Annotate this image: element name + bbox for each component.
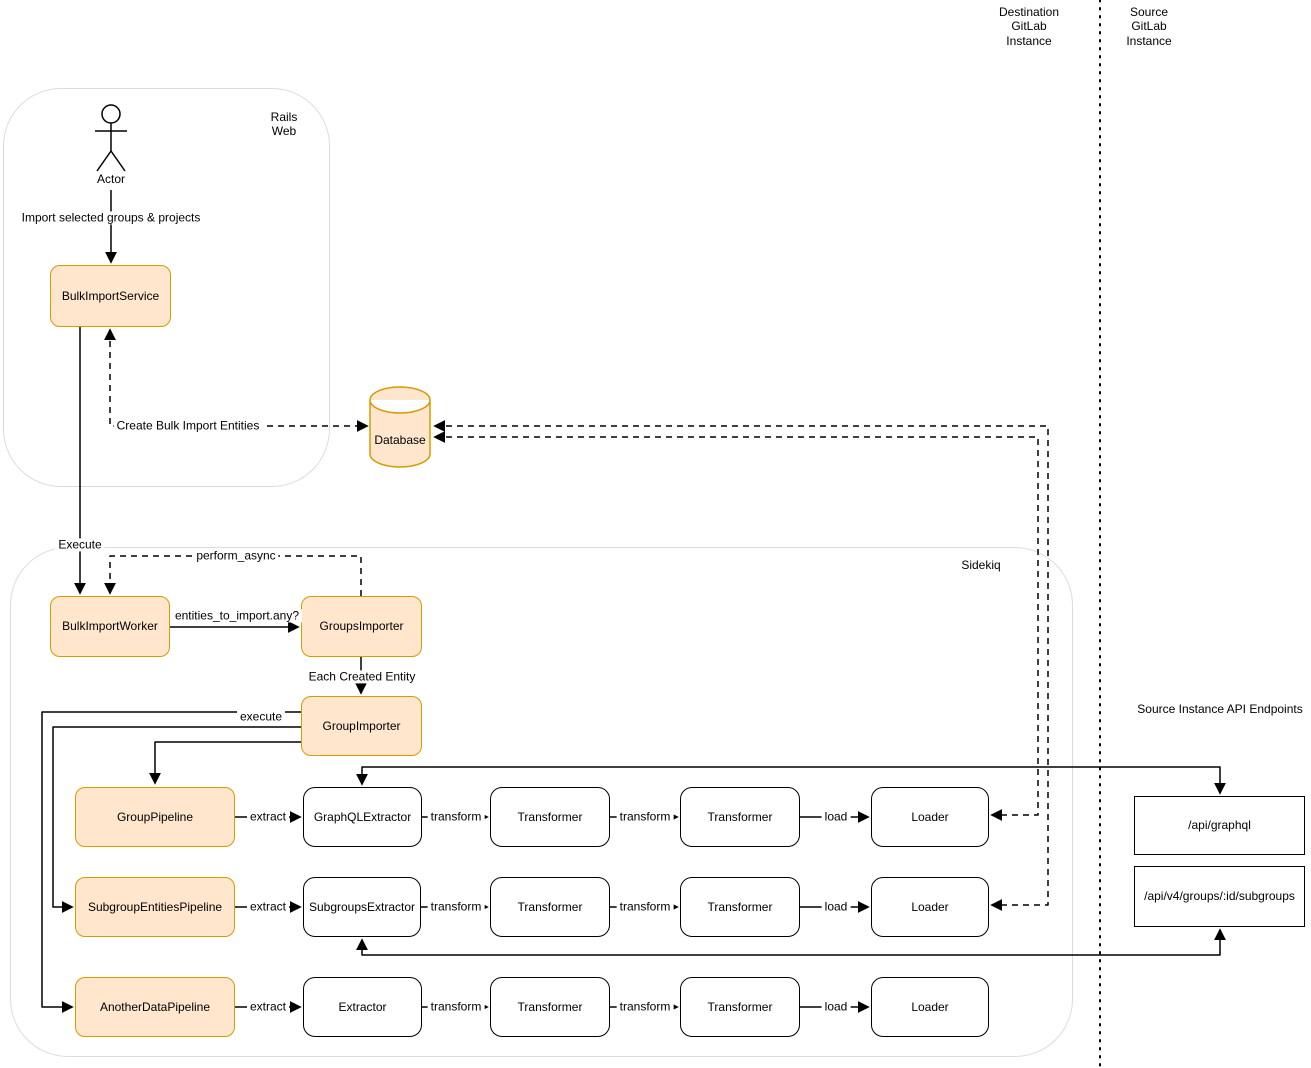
edge-database-loader2 xyxy=(433,420,1049,911)
edge-label-extract-1: extract xyxy=(246,810,290,824)
node-loader-3: Loader xyxy=(871,977,989,1037)
edge-label-transform-2b: transform xyxy=(616,900,674,914)
edge-label-entities-to-import: entities_to_import.any? xyxy=(171,609,303,623)
container-label-sidekiq: Sidekiq xyxy=(961,558,1001,572)
edge-label-load-1: load xyxy=(821,810,851,824)
edge-label-extract-3: extract xyxy=(246,1000,290,1014)
edge-label-each-created-entity: Each Created Entity xyxy=(305,670,419,684)
edge-label-load-3: load xyxy=(821,1000,851,1014)
edge-label-transform-2a: transform xyxy=(427,900,485,914)
node-transformer-3a: Transformer xyxy=(490,977,610,1037)
node-extractor-3: Extractor xyxy=(303,977,422,1037)
node-group-importer: GroupImporter xyxy=(301,696,422,756)
actor-figure xyxy=(95,104,127,172)
section-label-source-instance-api-endpoints: Source Instance API Endpoints xyxy=(1137,702,1303,716)
edge-groupimporter-row1 xyxy=(149,741,301,785)
actor-label: Actor xyxy=(96,172,126,186)
edge-database-loader1 xyxy=(433,431,1039,821)
edge-subgroups-extractor-endpoint xyxy=(356,928,1226,956)
edge-label-transform-1a: transform xyxy=(427,810,485,824)
edge-groupimporter-row3 xyxy=(41,711,301,1013)
source-instance-label: Source GitLab Instance xyxy=(1126,5,1172,48)
node-api-graphql: /api/graphql xyxy=(1134,796,1305,855)
node-graphql-extractor: GraphQLExtractor xyxy=(303,787,422,847)
edge-label-load-2: load xyxy=(821,900,851,914)
edge-label-execute-worker: Execute xyxy=(55,538,105,552)
node-subgroups-extractor: SubgroupsExtractor xyxy=(303,877,421,937)
edge-create-bulk-import-entities xyxy=(104,328,369,432)
node-transformer-2a: Transformer xyxy=(490,877,610,937)
node-database xyxy=(369,386,431,468)
node-transformer-1a: Transformer xyxy=(490,787,610,847)
edge-label-transform-1b: transform xyxy=(616,810,674,824)
container-rails-web xyxy=(3,88,330,487)
node-group-pipeline: GroupPipeline xyxy=(75,787,235,847)
edge-label-perform-async: perform_async xyxy=(193,549,279,563)
node-transformer-1b: Transformer xyxy=(680,787,800,847)
node-loader-2: Loader xyxy=(871,877,989,937)
node-groups-importer: GroupsImporter xyxy=(301,596,422,657)
edge-label-create-bulk-import-entities: Create Bulk Import Entities xyxy=(113,419,263,433)
edge-label-transform-3b: transform xyxy=(616,1000,674,1014)
node-loader-1: Loader xyxy=(871,787,989,847)
node-bulk-import-worker: BulkImportWorker xyxy=(50,596,170,657)
node-bulk-import-service: BulkImportService xyxy=(50,265,171,327)
node-transformer-3b: Transformer xyxy=(680,977,800,1037)
node-another-data-pipeline: AnotherDataPipeline xyxy=(75,977,235,1037)
edge-label-extract-2: extract xyxy=(246,900,290,914)
edge-graphql-extractor-endpoint xyxy=(356,766,1226,795)
edge-label-groupimporter-row1: execute xyxy=(236,710,286,724)
destination-instance-label: Destination GitLab Instance xyxy=(998,5,1060,48)
node-subgroup-entities-pipeline: SubgroupEntitiesPipeline xyxy=(75,877,235,937)
node-api-v4-subgroups: /api/v4/groups/:id/subgroups xyxy=(1134,866,1305,927)
node-label-database: Database xyxy=(374,433,426,447)
edge-label-actor-import: Import selected groups & projects xyxy=(18,211,204,225)
node-transformer-2b: Transformer xyxy=(680,877,800,937)
edge-groupimporter-row2 xyxy=(52,726,301,913)
edge-label-transform-3a: transform xyxy=(427,1000,485,1014)
container-label-rails-web: Rails Web xyxy=(270,110,298,139)
